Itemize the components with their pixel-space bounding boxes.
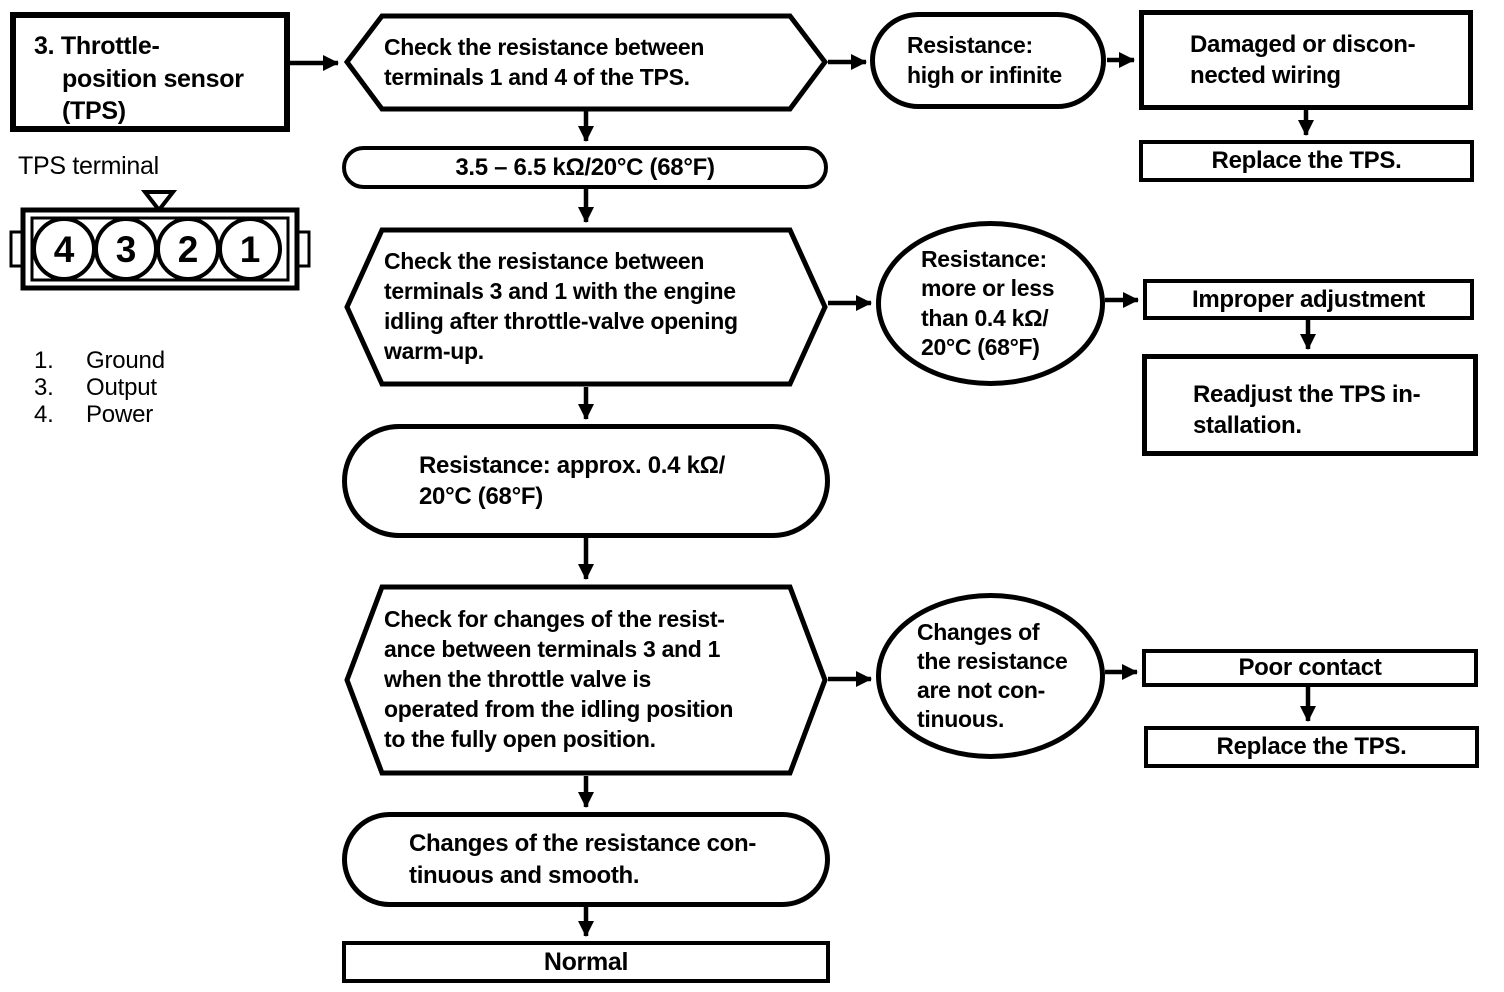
terminal-number: 2 [178,229,199,270]
cause-poor-contact: Poor contact [1142,649,1478,687]
spec-resistance-3-1: Resistance: approx. 0.4 kΩ/ 20°C (68°F) [342,424,830,538]
cause-damaged-wiring: Damaged or discon- nected wiring [1139,10,1473,110]
result-resistance-more-or-less: Resistance: more or less than 0.4 kΩ/ 20… [876,221,1105,386]
section-title-box: 3. Throttle- position sensor (TPS) [10,12,290,132]
step-check-terminals-1-4: Check the resistance between terminals 1… [344,13,828,112]
legend-number: 4. [34,401,54,429]
legend-label: Output [86,374,157,402]
step-check-resistance-changes: Check for changes of the resist- ance be… [344,584,828,776]
hexagon-outline [344,227,828,387]
spec-changes-continuous: Changes of the resistance con- tinuous a… [342,812,830,907]
legend-number: 3. [34,374,54,402]
legend-label: Ground [86,347,165,374]
tps-terminal-label: TPS terminal [18,152,159,180]
hexagon-outline [344,584,828,776]
connector-index-marker-icon [140,190,178,214]
step-check-terminals-3-1: Check the resistance between terminals 3… [344,227,828,387]
legend-row: 3. Output [34,374,165,401]
legend-label: Power [86,401,154,429]
result-changes-not-continuous: Changes of the resistance are not con- t… [876,593,1105,759]
terminal-number: 4 [54,229,75,270]
cause-improper-adjustment: Improper adjustment [1143,279,1474,320]
terminal-pin-1 [218,217,282,281]
step-text: Check the resistance between terminals 1… [384,33,705,90]
action-readjust-tps: Readjust the TPS in- stallation. [1142,354,1478,456]
terminal-legend: 1. Ground 3. Output 4. Power [34,347,165,428]
hexagon-outline [344,13,828,112]
spec-resistance-1-4: 3.5 – 6.5 kΩ/20°C (68°F) [342,146,828,189]
action-replace-tps-2: Replace the TPS. [1144,726,1479,768]
terminal-number: 3 [116,229,137,270]
terminal-number: 1 [240,229,261,270]
result-resistance-high-or-infinite: Resistance: high or infinite [870,12,1106,109]
action-replace-tps-1: Replace the TPS. [1139,140,1474,182]
legend-row: 4. Power [34,401,165,428]
legend-row: 1. Ground [34,347,165,374]
step-text: Check the resistance between terminals 3… [384,248,738,364]
result-normal: Normal [342,941,830,983]
tps-connector-diagram: 4 3 2 1 [9,190,311,291]
legend-number: 1. [34,347,54,374]
step-text: Check for changes of the resist- ance be… [384,606,734,752]
